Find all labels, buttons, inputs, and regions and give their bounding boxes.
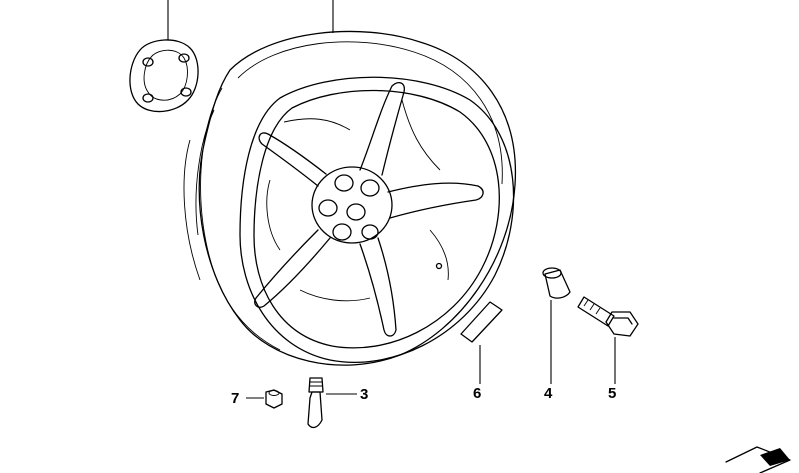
balance-weight-icon[interactable] <box>460 301 503 384</box>
callout-4: 4 <box>544 385 553 402</box>
valve-stem-icon[interactable] <box>307 377 357 429</box>
wheel-rim-icon[interactable] <box>183 0 517 366</box>
callout-3: 3 <box>360 386 368 403</box>
valve-cap-icon[interactable] <box>542 267 571 384</box>
corner-arrow-icon <box>725 446 791 473</box>
spacer-disc-icon[interactable] <box>129 0 199 113</box>
wheel-bolt-icon[interactable] <box>577 296 639 384</box>
callout-5: 5 <box>608 385 616 402</box>
callout-7: 7 <box>231 390 239 407</box>
callout-6: 6 <box>473 385 481 402</box>
valve-nut-icon[interactable] <box>246 389 283 409</box>
